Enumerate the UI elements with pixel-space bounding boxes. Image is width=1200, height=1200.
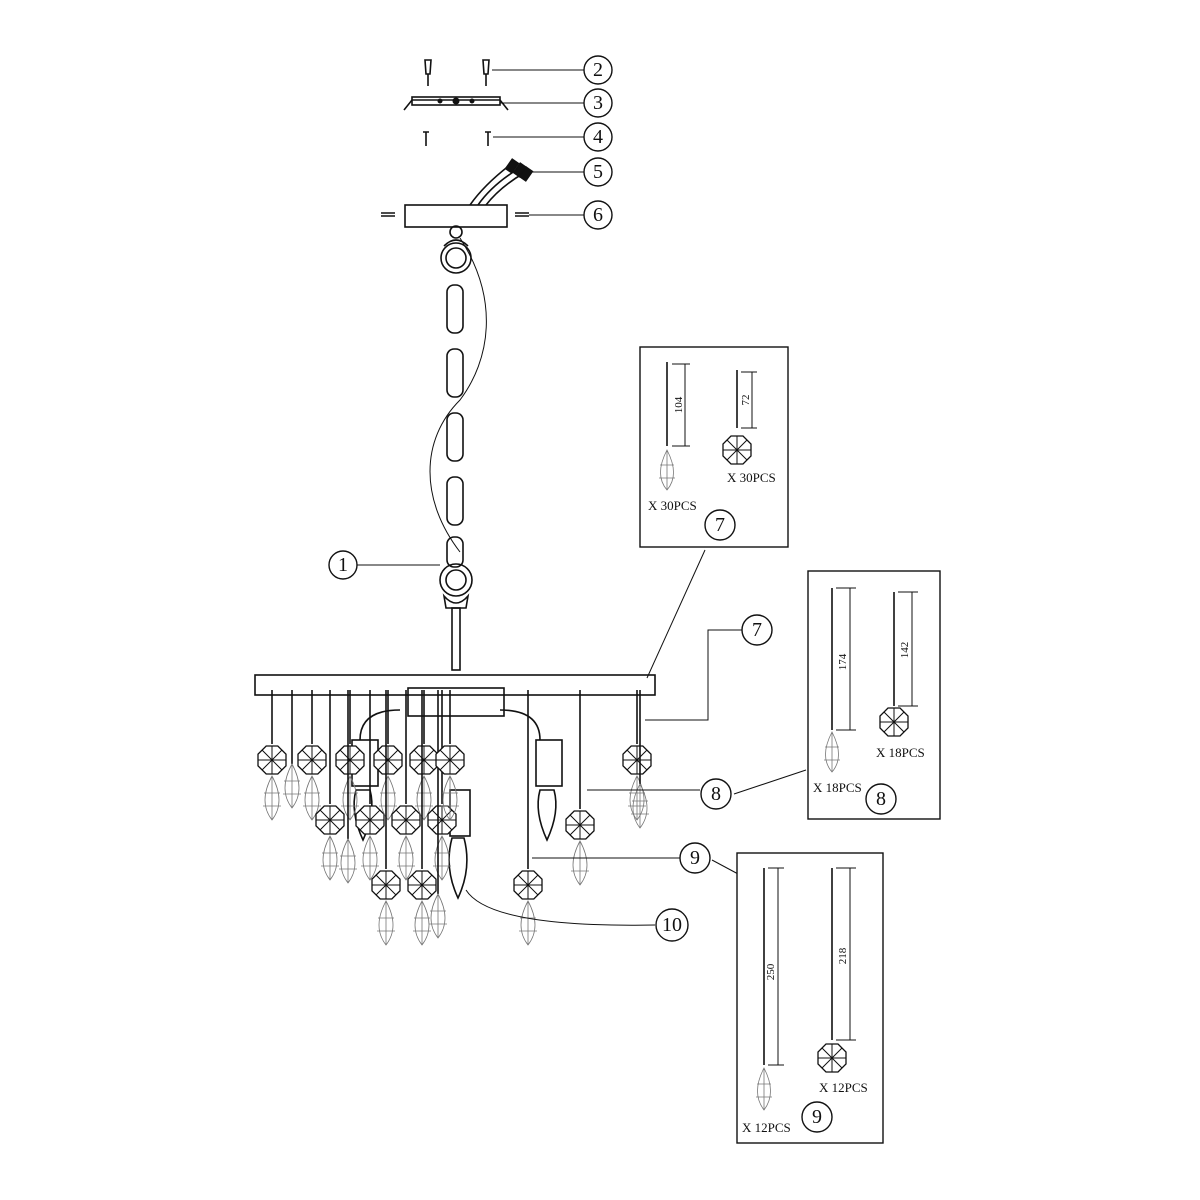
svg-text:104: 104 — [673, 396, 685, 413]
teardrop-crystal — [361, 835, 379, 881]
teardrop-crystal — [263, 775, 281, 821]
svg-text:8: 8 — [711, 783, 721, 805]
bracket-screws — [423, 131, 491, 146]
callout-8: 8 — [700, 778, 732, 810]
svg-text:218: 218 — [837, 947, 849, 964]
octagon-facets — [336, 746, 364, 774]
detail-panel-8: 174 142 X 18PCS X 18PCS 8 — [807, 570, 941, 820]
callout-1: 1 — [328, 550, 358, 580]
octagon-facets — [372, 871, 400, 899]
svg-text:X 18PCS: X 18PCS — [813, 780, 862, 795]
octagon-facets — [316, 806, 344, 834]
svg-text:5: 5 — [593, 161, 603, 183]
callout-5: 5 — [583, 157, 613, 187]
teardrop-crystal — [413, 900, 431, 946]
svg-text:8: 8 — [876, 788, 886, 810]
teardrop-crystal — [303, 775, 321, 821]
svg-text:X 30PCS: X 30PCS — [727, 470, 776, 485]
octagon-facets — [410, 746, 438, 774]
octagon-facets — [623, 746, 651, 774]
teardrop-crystal — [339, 838, 357, 884]
octagon-facets — [408, 871, 436, 899]
teardrop-crystal — [283, 763, 301, 809]
callout-6: 6 — [583, 200, 613, 230]
anchor-screws — [424, 59, 490, 86]
teardrop-crystal — [441, 775, 459, 821]
teardrop-crystal — [519, 900, 537, 946]
canopy — [381, 204, 529, 228]
callout-10: 10 — [655, 908, 689, 942]
detail-panel-9: 250 218 X 12PCS X 12PCS 9 — [736, 852, 884, 1144]
teardrop-crystal — [415, 775, 433, 821]
wire-connectors — [469, 158, 534, 206]
detail-panel-7: 104 72 X 30PCS X 30PCS 7 — [639, 346, 789, 548]
svg-text:6: 6 — [593, 204, 603, 226]
octagon-facets — [566, 811, 594, 839]
teardrop-crystal — [397, 835, 415, 881]
teardrop-crystal — [321, 835, 339, 881]
teardrop-crystal — [433, 835, 451, 881]
octagon-facets — [392, 806, 420, 834]
svg-text:142: 142 — [899, 642, 911, 659]
svg-text:9: 9 — [812, 1106, 822, 1128]
svg-text:1: 1 — [338, 554, 348, 576]
svg-text:10: 10 — [662, 914, 682, 936]
teardrop-crystal — [341, 775, 359, 821]
teardrop-crystal — [379, 775, 397, 821]
teardrop-crystal — [377, 900, 395, 946]
callout-7: 7 — [741, 614, 773, 646]
svg-text:2: 2 — [593, 59, 603, 81]
svg-text:72: 72 — [740, 395, 752, 406]
callout-9: 9 — [679, 842, 711, 874]
svg-text:3: 3 — [593, 92, 603, 114]
svg-text:7: 7 — [752, 619, 762, 641]
callout-2: 2 — [583, 55, 613, 85]
octagon-facets — [258, 746, 286, 774]
mounting-bracket — [403, 96, 509, 111]
octagon-facets — [298, 746, 326, 774]
svg-text:X 18PCS: X 18PCS — [876, 745, 925, 760]
octagon-facets — [428, 806, 456, 834]
leader-9-panel — [711, 859, 741, 876]
callout-4: 4 — [583, 122, 613, 152]
teardrop-crystal — [628, 775, 646, 821]
teardrop-crystal — [571, 840, 589, 886]
svg-text:9: 9 — [690, 847, 700, 869]
teardrop-crystal — [429, 893, 447, 939]
octagon-facets — [356, 806, 384, 834]
svg-text:4: 4 — [593, 126, 603, 148]
teardrop-crystal — [631, 783, 649, 829]
svg-text:X 30PCS: X 30PCS — [648, 498, 697, 513]
crystal-strands — [257, 690, 652, 946]
octagon-facets — [374, 746, 402, 774]
svg-text:X 12PCS: X 12PCS — [819, 1080, 868, 1095]
chain-and-wire — [429, 225, 487, 671]
leader-8-panel — [733, 769, 807, 795]
leader-7b — [645, 629, 742, 721]
leader-7a — [646, 549, 706, 679]
svg-text:7: 7 — [715, 514, 725, 536]
svg-text:X 12PCS: X 12PCS — [742, 1120, 791, 1135]
octagon-facets — [514, 871, 542, 899]
octagon-facets — [436, 746, 464, 774]
callout-3: 3 — [583, 88, 613, 118]
svg-text:250: 250 — [765, 963, 777, 980]
svg-text:174: 174 — [837, 653, 849, 670]
leader-10 — [465, 889, 656, 926]
